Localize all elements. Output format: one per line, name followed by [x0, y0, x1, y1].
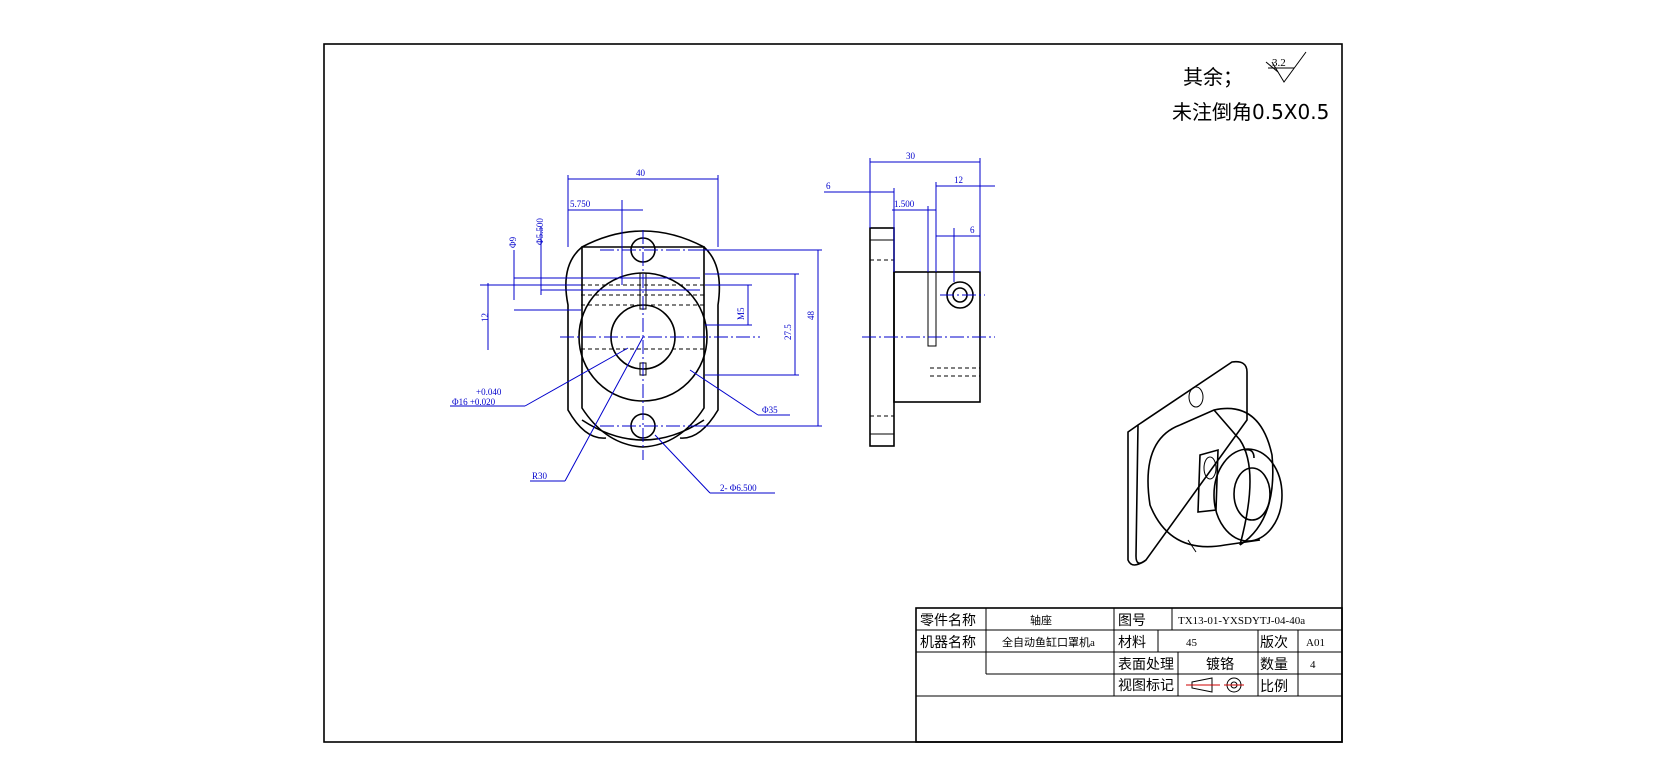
tb-view-mark-label: 视图标记 [1118, 678, 1174, 694]
chamfer-note: 未注倒角0.5X0.5 [1172, 100, 1329, 124]
tb-revision-label: 版次 [1260, 635, 1288, 651]
tb-drawing-no: TX13-01-YXSDYTJ-04-40a [1178, 615, 1305, 627]
tb-material-label: 材料 [1118, 635, 1146, 651]
dim-offset-5-750: 5.750 [570, 199, 591, 209]
front-view [560, 230, 760, 460]
dim-side-6-left: 6 [826, 181, 831, 191]
tb-revision: A01 [1306, 637, 1325, 649]
isometric-view [1127, 360, 1283, 566]
tb-part-name-label: 零件名称 [920, 613, 976, 629]
dim-width-40: 40 [636, 168, 646, 178]
tb-drawing-no-label: 图号 [1118, 613, 1146, 629]
roughness-symbol-icon [1265, 51, 1307, 83]
dim-side-width-30: 30 [906, 151, 916, 161]
dim-side-1-500: 1.500 [894, 199, 915, 209]
tb-surface-treatment: 镀铬 [1206, 656, 1234, 673]
tb-quantity-label: 数量 [1260, 657, 1288, 673]
tb-machine-name-label: 机器名称 [920, 635, 976, 651]
dim-dia-5-500: Φ5.500 [535, 218, 545, 245]
tb-machine-name: 全自动鱼缸口罩机a [1002, 635, 1095, 649]
dim-side-6-right: 6 [970, 225, 975, 235]
side-view-dimensions: 30 6 12 1.500 6 [824, 151, 995, 282]
dim-m5: M5 [736, 307, 746, 320]
surface-roughness-label: 其余； [1183, 65, 1243, 89]
tb-scale-label: 比例 [1260, 679, 1288, 695]
dim-height-48: 48 [806, 311, 816, 321]
dim-height-27-5: 27.5 [783, 324, 793, 340]
front-view-dimensions: 40 5.750 Φ9 Φ5.500 12 M5 27.5 48 +0.040 … [450, 168, 822, 494]
roughness-value: 3.2 [1272, 57, 1286, 69]
tb-quantity: 4 [1310, 659, 1316, 671]
dim-radius-30: R30 [532, 471, 548, 481]
title-block [915, 607, 1343, 743]
dim-holes: 2- Φ6.500 [720, 483, 757, 493]
drawing-frame [323, 43, 1343, 743]
dim-side-12: 12 [954, 175, 963, 185]
dim-bore-tol-lower: Φ16 +0.020 [452, 397, 496, 407]
projection-symbol-icon [1186, 677, 1244, 693]
side-view [862, 227, 995, 447]
tb-material: 45 [1186, 637, 1198, 649]
dim-bore-tol-upper: +0.040 [476, 387, 502, 397]
tb-surface-treatment-label: 表面处理 [1118, 657, 1174, 673]
dim-height-12: 12 [480, 313, 490, 322]
tb-part-name: 轴座 [1030, 613, 1052, 627]
dim-dia-9: Φ9 [508, 236, 518, 248]
dim-dia-35: Φ35 [762, 405, 778, 415]
